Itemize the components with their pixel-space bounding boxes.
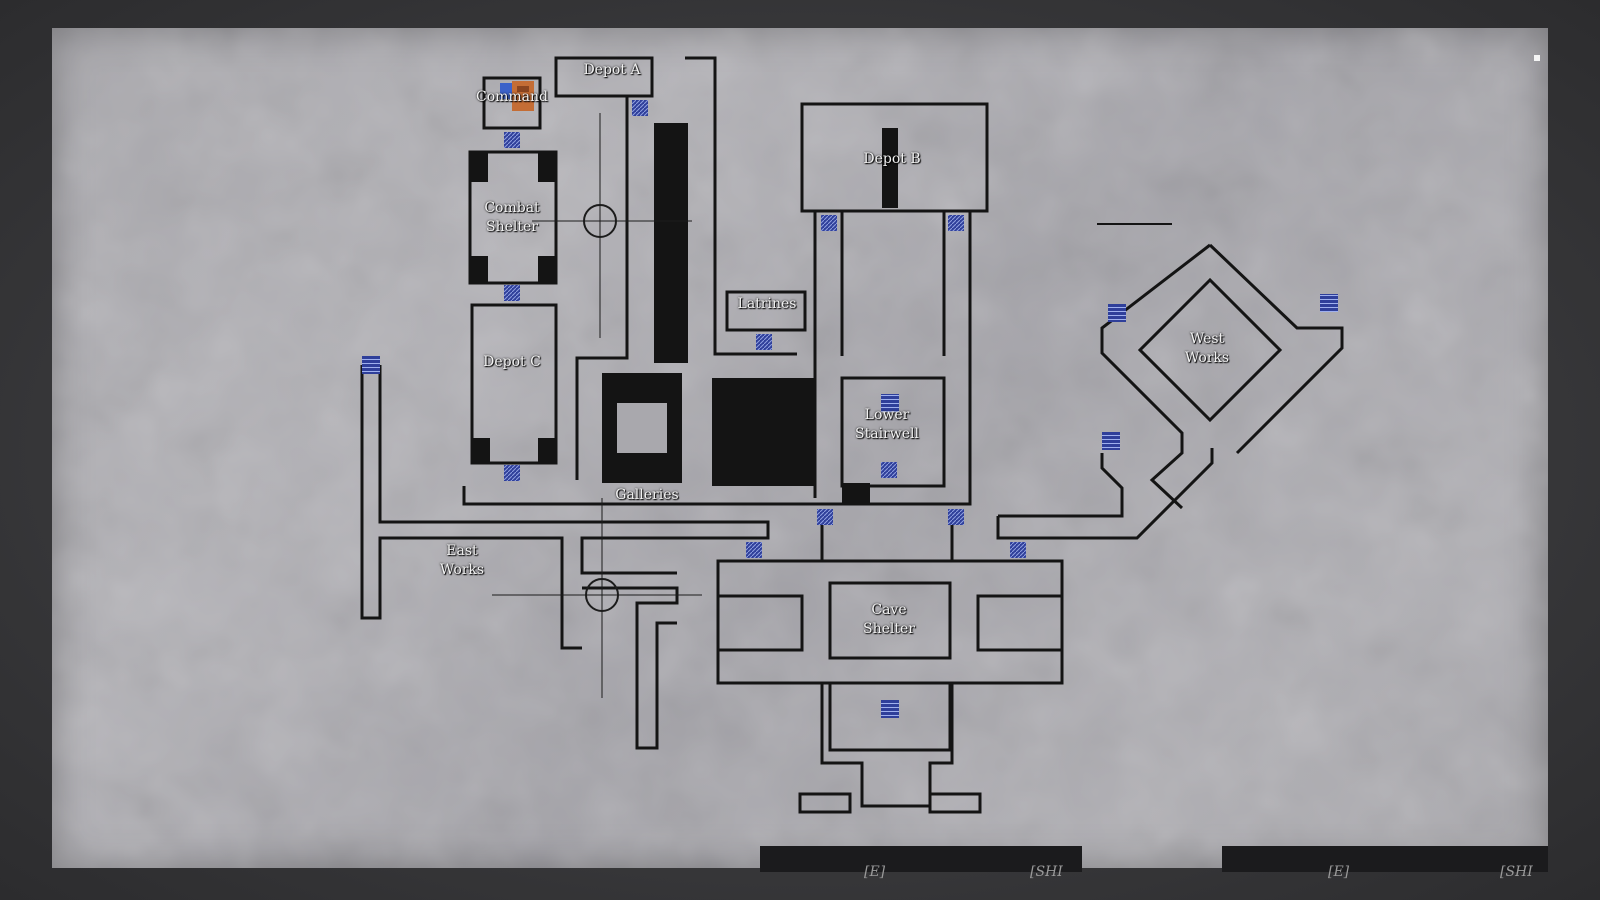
door-icon[interactable] [821, 215, 837, 231]
player-marker-icon [500, 81, 534, 111]
ladder-icon[interactable] [1320, 294, 1338, 312]
ladder-icon[interactable] [1102, 432, 1120, 450]
crosshair-icon [492, 113, 702, 698]
door-icon[interactable] [948, 215, 964, 231]
door-icon[interactable] [817, 509, 833, 525]
door-icon[interactable] [504, 132, 520, 148]
ladder-icon[interactable] [881, 394, 899, 412]
door-icon[interactable] [746, 542, 762, 558]
door-icon[interactable] [948, 509, 964, 525]
door-icon[interactable] [504, 285, 520, 301]
ladder-icon[interactable] [1108, 304, 1126, 322]
door-icon[interactable] [881, 462, 897, 478]
doors[interactable] [504, 100, 1026, 558]
bunker-map[interactable] [52, 28, 1548, 868]
ladder-icon[interactable] [362, 356, 380, 374]
ladder-icon[interactable] [881, 700, 899, 718]
door-icon[interactable] [756, 334, 772, 350]
map-walls [360, 56, 1344, 814]
door-icon[interactable] [632, 100, 648, 116]
inner-room [617, 403, 667, 453]
hint-key: [E] [1328, 864, 1350, 880]
hint-label: [SHI [1500, 864, 1533, 880]
hint-key: [E] [864, 864, 886, 880]
map-solid-blocks [470, 123, 898, 505]
door-icon[interactable] [1010, 542, 1026, 558]
corner-marker [1534, 55, 1540, 61]
map-paper: Command Depot A Depot B Combat Shelter L… [52, 28, 1548, 868]
ladders[interactable] [362, 294, 1338, 718]
hint-label: [SHI [1030, 864, 1063, 880]
hint-bar-right: [E] [SHI [1222, 846, 1548, 880]
hint-bar-left: [E] [SHI [760, 846, 1082, 880]
door-icon[interactable] [504, 465, 520, 481]
